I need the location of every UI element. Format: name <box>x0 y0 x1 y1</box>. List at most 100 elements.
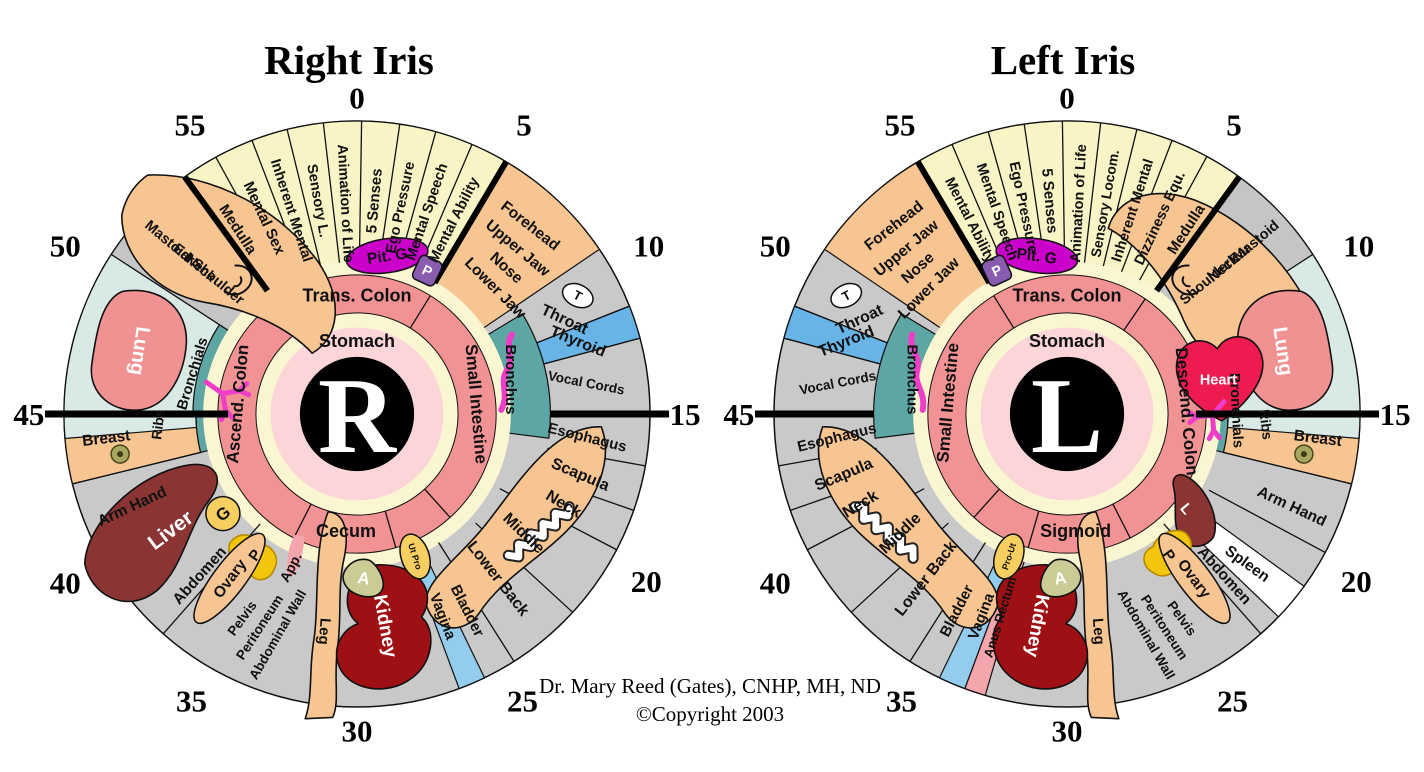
divider-line <box>293 503 312 539</box>
divider-line <box>1061 121 1066 262</box>
mark-ellipse <box>117 451 124 458</box>
divider-line <box>286 129 322 267</box>
divider-line <box>1208 489 1326 554</box>
label-pit-g: Pit. G <box>1015 245 1057 267</box>
mark-ellipse <box>399 533 431 580</box>
clock-number-20: 20 <box>1341 564 1372 599</box>
clock-number-30: 30 <box>1052 713 1083 748</box>
divider-line <box>1027 510 1040 548</box>
ear-shape <box>1171 264 1201 296</box>
clock-number-15: 15 <box>670 397 701 432</box>
clock-number-40: 40 <box>50 565 81 600</box>
label-animation-of-life: Animation of Life <box>334 144 356 263</box>
clock-number-0: 0 <box>1059 80 1075 115</box>
label-stomach: Stomach <box>319 331 395 351</box>
center-letter: L <box>1031 357 1103 476</box>
label-breast: Breast <box>81 427 131 450</box>
label-ribs: Ribs <box>148 408 168 440</box>
center-letter: R <box>318 357 397 476</box>
clock-number-5: 5 <box>516 108 532 143</box>
label-trans-colon: Trans. Colon <box>302 286 411 306</box>
clock-number-15: 15 <box>1380 397 1411 432</box>
clock-number-20: 20 <box>631 564 662 599</box>
label-sigmoid: Sigmoid <box>1040 521 1111 541</box>
shoulder-shape <box>120 174 337 354</box>
atri-shape <box>342 558 385 598</box>
clock-number-55: 55 <box>174 108 205 143</box>
divider-line <box>384 510 397 548</box>
divider-line <box>1083 122 1102 263</box>
clock-number-50: 50 <box>760 228 791 263</box>
mark-ellipse <box>830 282 863 309</box>
clock-number-45: 45 <box>723 397 754 432</box>
pupil-circle <box>1009 356 1125 472</box>
label-bronchus: Bronchus <box>502 344 519 414</box>
divider-line <box>424 488 451 518</box>
mark-ellipse <box>1158 532 1231 625</box>
mark-rect <box>981 254 1013 287</box>
label-bronchials: Bronchials <box>1226 373 1246 449</box>
label-5-senses: 5 Senses <box>363 168 386 234</box>
label-5-senses: 5 Senses <box>1038 168 1061 234</box>
mark-rect <box>411 254 443 287</box>
body-shape <box>425 426 607 629</box>
pupil-circle <box>299 356 415 472</box>
lung-shape <box>90 289 188 411</box>
divider-line <box>72 451 201 485</box>
lung-shape <box>1236 289 1334 411</box>
mark-ellipse <box>561 282 594 309</box>
label-leg: Leg <box>1089 618 1108 646</box>
clock-number-25: 25 <box>1217 684 1248 719</box>
clock-number-45: 45 <box>13 397 44 432</box>
label-heart: Heart <box>1200 372 1237 388</box>
mark-ellipse <box>1300 451 1307 458</box>
squig-shape <box>908 331 927 413</box>
divider-line <box>1223 451 1352 485</box>
divider-line <box>409 295 431 329</box>
divider-line <box>794 305 888 344</box>
divider-line <box>973 488 1000 518</box>
app-shape <box>286 534 305 576</box>
divider-line <box>358 121 363 262</box>
atri-shape <box>1039 558 1082 598</box>
thick-marker-line <box>182 175 270 293</box>
spine-shape <box>504 503 573 561</box>
label-a: A <box>356 568 371 589</box>
copyright-notice: ©Copyright 2003 <box>635 702 785 726</box>
thick-marker-line <box>431 160 509 285</box>
leg-shape <box>304 511 347 720</box>
mark-ellipse <box>993 533 1025 580</box>
mark-ellipse <box>345 237 429 275</box>
label-ribs: Ribs <box>1256 408 1276 440</box>
liver-shape <box>83 463 219 603</box>
divider-line <box>322 122 341 263</box>
mark-ellipse <box>205 495 241 532</box>
divider-line <box>1112 503 1131 539</box>
mark-ellipse <box>193 532 266 625</box>
squig-shape <box>498 331 515 413</box>
label-animation-of-life: Animation of Life <box>1068 144 1090 263</box>
leg-shape <box>1077 511 1120 720</box>
left-iris-title: Left Iris <box>990 37 1136 83</box>
thick-marker-line <box>915 160 993 285</box>
label-stomach: Stomach <box>1029 331 1105 351</box>
clock-number-35: 35 <box>886 684 917 719</box>
clock-number-40: 40 <box>760 565 791 600</box>
label-trans-colon: Trans. Colon <box>1012 286 1121 306</box>
divider-line <box>993 295 1015 329</box>
body-shape <box>817 426 999 629</box>
clock-number-55: 55 <box>884 108 915 143</box>
label-pit-g: Pit. G <box>366 245 408 267</box>
divider-line <box>1102 129 1138 267</box>
divider-line <box>783 337 881 365</box>
clock-number-35: 35 <box>176 684 207 719</box>
author-credit: Dr. Mary Reed (Gates), CNHP, MH, ND <box>539 674 881 698</box>
ear-shape <box>223 264 253 296</box>
clock-number-0: 0 <box>349 80 365 115</box>
label-cecum: Cecum <box>316 521 376 541</box>
divider-line <box>536 305 630 344</box>
